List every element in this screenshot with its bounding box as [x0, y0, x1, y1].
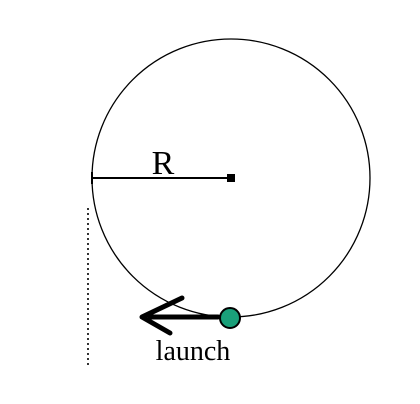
- center-point: [227, 174, 235, 182]
- left-arrow-icon: [139, 295, 221, 336]
- radius-label: R: [152, 145, 175, 182]
- launch-label: launch: [156, 336, 231, 367]
- green-dot-icon: [219, 307, 241, 329]
- launch-point: [219, 307, 241, 329]
